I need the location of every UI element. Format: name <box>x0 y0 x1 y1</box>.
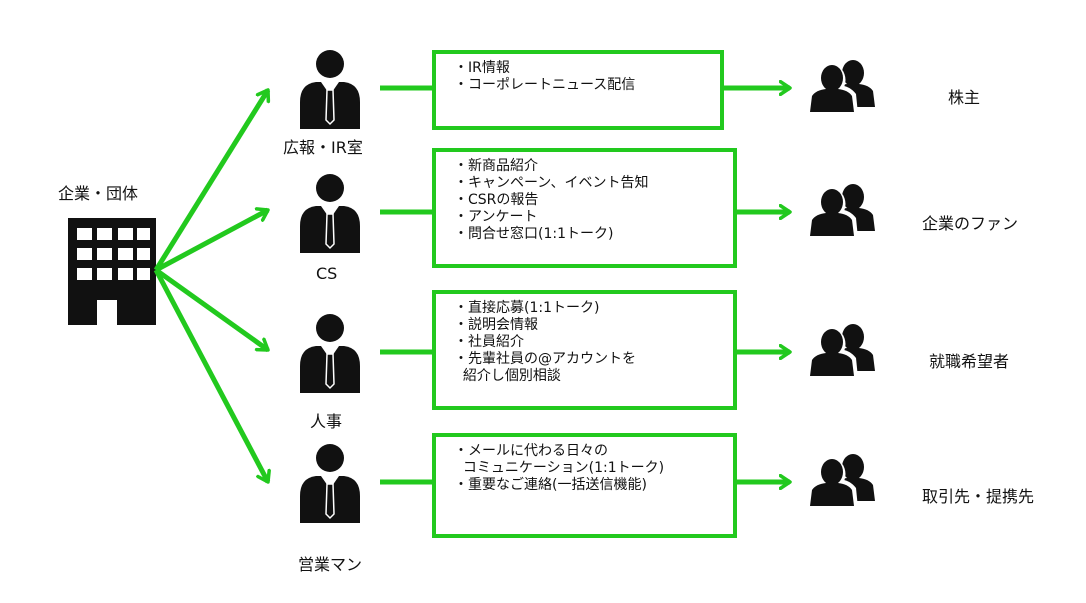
department-label: 営業マン <box>298 555 363 574</box>
fan-arrow-2 <box>154 210 268 273</box>
content-item: ・社員紹介 <box>454 334 524 350</box>
businessman-icon <box>300 314 360 393</box>
department-label: 広報・IR室 <box>283 138 363 157</box>
source-label: 企業・団体 <box>58 184 139 203</box>
fan-arrow-4 <box>153 268 268 482</box>
content-item: ・新商品紹介 <box>454 158 538 174</box>
department-label: CS <box>316 264 338 283</box>
businessman-icon <box>300 444 360 523</box>
content-item: コミュニケーション(1:1トーク) <box>454 460 665 476</box>
user-group-icon <box>806 454 875 508</box>
content-item: ・問合せ窓口(1:1トーク) <box>454 226 614 242</box>
user-group-icon <box>806 324 875 378</box>
content-item: ・アンケート <box>454 209 538 225</box>
content-item: 紹介し個別相談 <box>454 368 561 384</box>
content-item: ・IR情報 <box>454 60 510 76</box>
department-row <box>300 444 875 523</box>
content-item: ・CSRの報告 <box>454 192 539 208</box>
department-row <box>300 314 875 393</box>
department-row <box>300 174 875 253</box>
content-box: ・メールに代わる日々の コミュニケーション(1:1トーク) ・重要なご連絡(一括… <box>432 433 737 538</box>
content-list: ・メールに代わる日々の コミュニケーション(1:1トーク) ・重要なご連絡(一括… <box>454 443 733 494</box>
content-list: ・新商品紹介 ・キャンペーン、イベント告知 ・CSRの報告 ・アンケート ・問合… <box>454 158 733 243</box>
department-label: 人事 <box>310 412 343 431</box>
user-group-icon <box>806 184 875 238</box>
content-item: ・重要なご連絡(一括送信機能) <box>454 477 647 493</box>
fan-arrow-3 <box>154 267 268 353</box>
content-box: ・IR情報 ・コーポレートニュース配信 <box>432 50 724 130</box>
fan-arrows <box>153 90 271 482</box>
department-row <box>300 50 875 129</box>
businessman-icon <box>300 174 360 253</box>
content-item: ・直接応募(1:1トーク) <box>454 300 600 316</box>
fan-arrow-1 <box>153 90 271 272</box>
audience-label: 取引先・提携先 <box>922 487 1035 506</box>
content-item: ・先輩社員の@アカウントを <box>454 351 636 367</box>
content-box: ・新商品紹介 ・キャンペーン、イベント告知 ・CSRの報告 ・アンケート ・問合… <box>432 148 737 268</box>
content-item: ・コーポレートニュース配信 <box>454 77 636 93</box>
office-building-icon <box>68 218 156 325</box>
content-list: ・直接応募(1:1トーク) ・説明会情報 ・社員紹介 ・先輩社員の@アカウントを… <box>454 300 733 385</box>
content-item: ・説明会情報 <box>454 317 538 333</box>
businessman-icon <box>300 50 360 129</box>
audience-label: 企業のファン <box>922 214 1019 233</box>
content-item: ・メールに代わる日々の <box>454 443 608 459</box>
content-item: ・キャンペーン、イベント告知 <box>454 175 649 191</box>
content-box: ・直接応募(1:1トーク) ・説明会情報 ・社員紹介 ・先輩社員の@アカウントを… <box>432 290 737 410</box>
audience-label: 就職希望者 <box>929 352 1010 371</box>
content-list: ・IR情報 ・コーポレートニュース配信 <box>454 60 720 94</box>
audience-label: 株主 <box>948 88 981 107</box>
user-group-icon <box>806 60 875 114</box>
